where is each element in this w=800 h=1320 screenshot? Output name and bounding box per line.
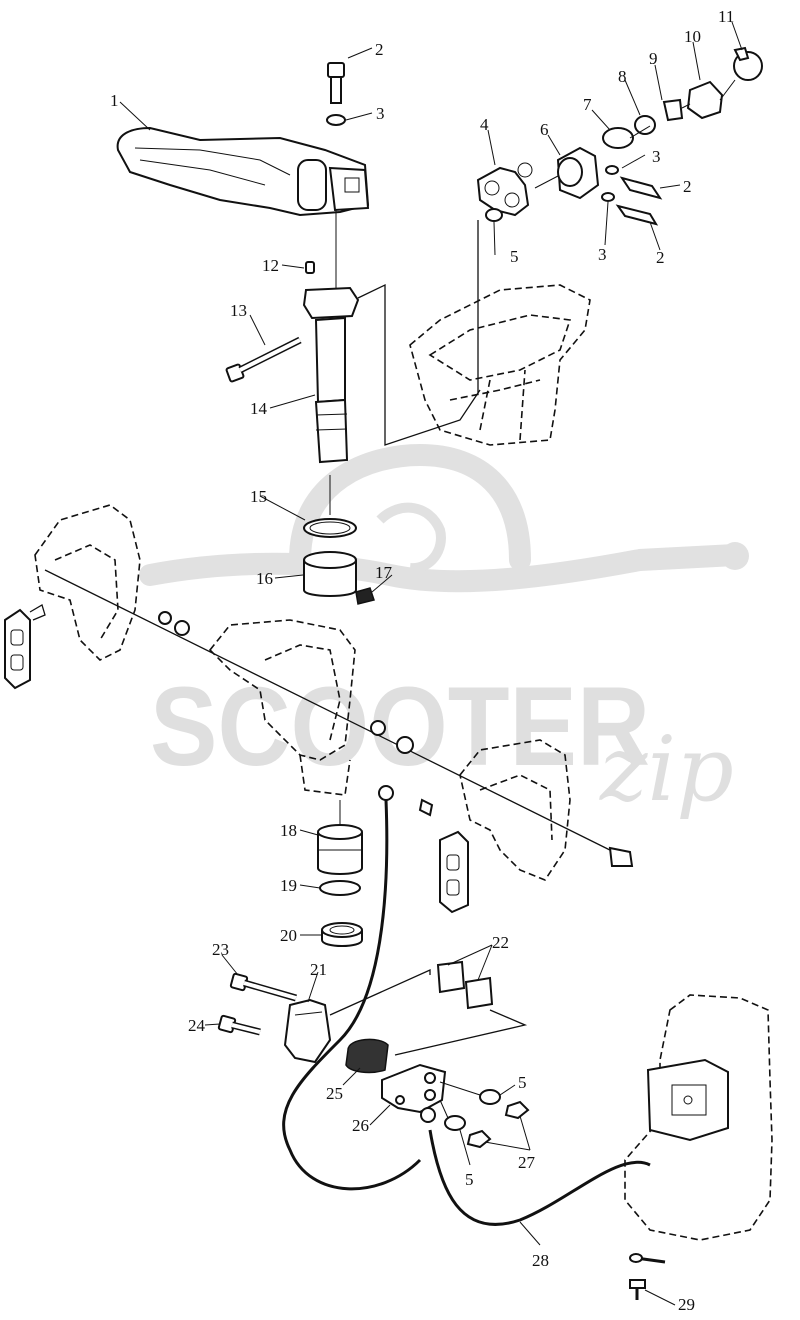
- callout-5: 5: [465, 1170, 474, 1189]
- stop-switch-group: [217, 960, 530, 1149]
- callout-18: 18: [280, 821, 297, 840]
- motor-cowl: [624, 994, 773, 1241]
- top-bolt-and-washer: [326, 62, 346, 288]
- callout-27: 27: [518, 1153, 536, 1172]
- callout-25: 25: [326, 1084, 343, 1103]
- callout-2: 2: [683, 177, 692, 196]
- callout-labels: 2 3 1 11 10 9 8 7 6 4 3 2 5 3 2 12 13 14…: [110, 7, 734, 1314]
- callout-15: 15: [250, 487, 267, 506]
- watermark-brand: SCOOTER: [150, 664, 650, 789]
- callout-12: 12: [262, 256, 279, 275]
- left-clamp-bracket: [4, 504, 141, 690]
- callout-7: 7: [583, 95, 592, 114]
- callout-9: 9: [649, 49, 658, 68]
- watermark: SCOOTER zip: [139, 443, 749, 822]
- callout-6: 6: [540, 120, 549, 139]
- bushing-group-lower: [317, 800, 363, 947]
- callout-3: 3: [376, 104, 385, 123]
- callout-22: 22: [492, 933, 509, 952]
- callout-2: 2: [375, 40, 384, 59]
- callout-17: 17: [375, 563, 393, 582]
- watermark-script: zip: [599, 717, 734, 822]
- callout-29: 29: [678, 1295, 695, 1314]
- tilt-rod-axis: [44, 569, 634, 867]
- ground-cable: [282, 785, 666, 1300]
- callout-26: 26: [352, 1116, 369, 1135]
- callout-3: 3: [598, 245, 607, 264]
- callout-1: 1: [110, 91, 119, 110]
- steering-shaft: [302, 261, 481, 464]
- long-bolt: [225, 336, 302, 383]
- callout-14: 14: [250, 399, 268, 418]
- callout-5: 5: [510, 247, 519, 266]
- callout-28: 28: [532, 1251, 549, 1270]
- callout-11: 11: [718, 7, 734, 26]
- right-clamp-bracket: [439, 739, 571, 914]
- callout-13: 13: [230, 301, 247, 320]
- steering-handle: [116, 126, 370, 217]
- leader-lines: [119, 21, 743, 1306]
- callout-8: 8: [618, 67, 627, 86]
- callout-24: 24: [188, 1016, 206, 1035]
- swivel-bracket: [208, 619, 356, 796]
- callout-10: 10: [684, 27, 701, 46]
- callout-20: 20: [280, 926, 297, 945]
- lower-housing-upper: [409, 284, 591, 446]
- bushing-group-upper: [303, 475, 375, 605]
- callout-21: 21: [310, 960, 327, 979]
- watermark-dot: [721, 542, 749, 570]
- callout-5: 5: [518, 1073, 527, 1092]
- callout-23: 23: [212, 940, 229, 959]
- callout-4: 4: [480, 115, 489, 134]
- callout-2: 2: [656, 248, 665, 267]
- callout-16: 16: [256, 569, 273, 588]
- callout-19: 19: [280, 876, 297, 895]
- callout-3: 3: [652, 147, 661, 166]
- throttle-link-group: [476, 46, 763, 395]
